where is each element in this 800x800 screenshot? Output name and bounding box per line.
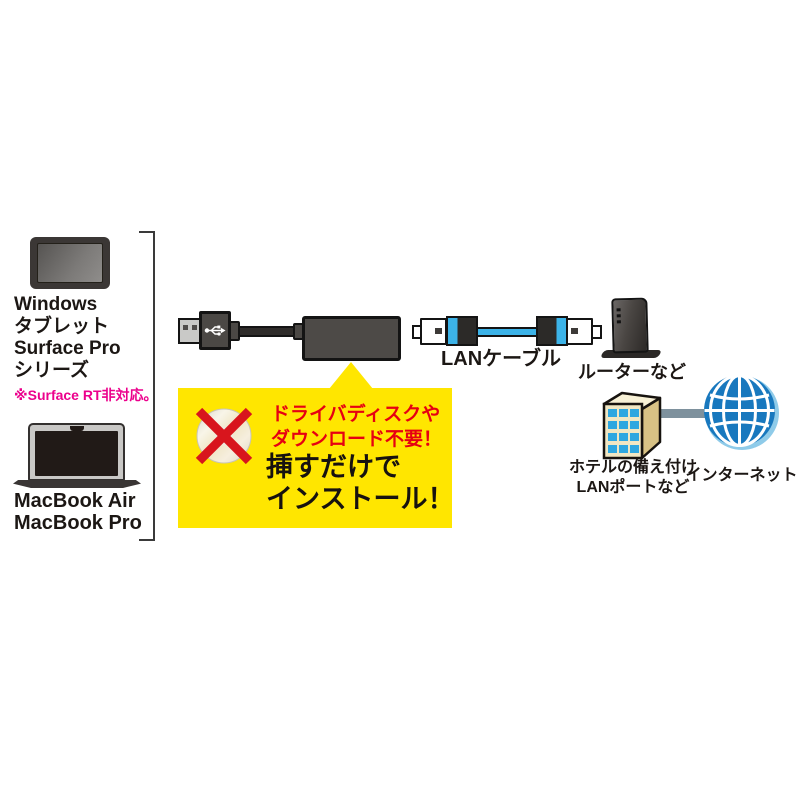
no-cd-disc-icon — [192, 404, 256, 468]
internet-label: インターネット — [685, 467, 798, 484]
callout-black-line: インストール！ — [266, 484, 455, 514]
red-x-mark — [195, 407, 253, 465]
cable-boot — [536, 316, 568, 346]
adapter-body — [302, 316, 401, 361]
laptop-screen — [35, 431, 118, 476]
internet-globe-icon — [702, 373, 780, 451]
usb-pin — [183, 325, 188, 330]
surface-rt-note: ※Surface RT非対応。 — [14, 387, 158, 403]
windows-label-line: タブレット — [14, 316, 110, 337]
building-globe-link-line — [652, 409, 708, 418]
usb-trident-icon — [204, 325, 226, 336]
windows-label-line: シリーズ — [14, 360, 90, 381]
rj45-plug — [420, 318, 447, 345]
callout-red-text: ドライバディスクや ダウンロード不要！ — [271, 402, 442, 452]
lan-cable-label: LANケーブル — [441, 348, 561, 370]
router-led — [616, 314, 621, 318]
macbook-label-line: MacBook Air — [14, 490, 136, 512]
windows-label-line: Windows — [14, 294, 98, 315]
usb-plug-metal — [178, 318, 201, 344]
hotel-lan-label-line: ホテルの備え付け — [568, 459, 697, 476]
router-icon — [611, 297, 649, 354]
router-led — [616, 320, 621, 324]
macbook-laptop-icon — [28, 423, 125, 481]
router-label: ルーターなど — [578, 362, 686, 382]
usb-plug-body — [199, 311, 231, 350]
rj45-latch — [591, 325, 602, 339]
laptop-camera — [69, 426, 84, 431]
windows-label-line: Surface Pro — [14, 338, 121, 359]
callout-black-line: 挿すだけで — [266, 452, 401, 482]
laptop-base — [13, 480, 141, 488]
router-led — [616, 308, 621, 312]
macbook-label-line: MacBook Pro — [14, 512, 142, 534]
callout-red-line: ドライバディスクや — [271, 404, 441, 425]
callout-black-text: 挿すだけで インストール！ — [266, 451, 454, 515]
hotel-lan-label: ホテルの備え付け LANポートなど — [563, 458, 703, 498]
windows-tablet-icon — [30, 237, 110, 289]
rj45-contact — [435, 328, 442, 334]
rj45-contact — [571, 328, 578, 334]
callout-pointer — [329, 362, 373, 389]
macbook-device-label: MacBook Air MacBook Pro — [14, 490, 142, 534]
building-windows — [608, 409, 639, 453]
usb-pin — [192, 325, 197, 330]
device-group-bracket — [139, 231, 155, 541]
hotel-lan-label-line: LANポートなど — [576, 479, 690, 496]
cable-wire — [476, 327, 538, 337]
tablet-screen — [37, 243, 103, 283]
callout-red-line: ダウンロード不要！ — [271, 429, 443, 450]
rj45-plug — [566, 318, 593, 345]
windows-device-label: Windows タブレット Surface Pro シリーズ — [14, 294, 121, 382]
hotel-building-icon — [598, 386, 666, 462]
